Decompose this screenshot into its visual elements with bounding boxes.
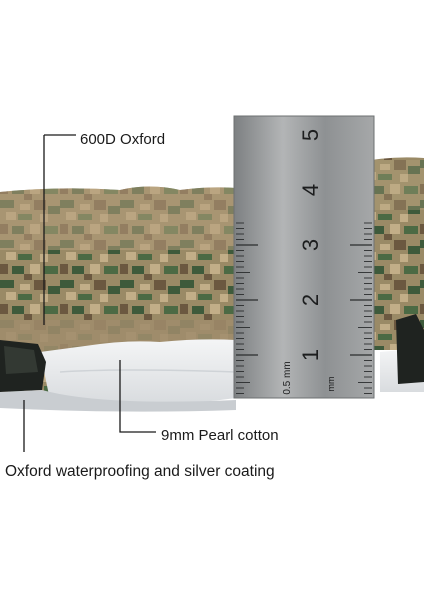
ruler-number: 4 bbox=[298, 184, 323, 196]
ruler-unit: mm bbox=[326, 377, 336, 392]
label-oxford-waterproofing: Oxford waterproofing and silver coating bbox=[5, 463, 275, 480]
ruler-number: 5 bbox=[298, 129, 323, 141]
steel-ruler bbox=[234, 116, 374, 398]
dark-binding-right bbox=[396, 314, 424, 384]
camo-top-haze bbox=[0, 186, 236, 250]
leader-line-mid bbox=[119, 360, 156, 433]
label-600d-oxford: 600D Oxford bbox=[80, 131, 166, 148]
camo-right bbox=[372, 157, 424, 350]
leader-line-top bbox=[43, 134, 76, 325]
ruler-numbers: 1 2 3 4 5 0.5 mm mm bbox=[282, 129, 336, 395]
foam-layer bbox=[40, 339, 236, 404]
ruler-number: 1 bbox=[298, 349, 323, 361]
ruler-number: 2 bbox=[298, 294, 323, 306]
ruler-number: 3 bbox=[298, 239, 323, 251]
label-pearl-cotton: 9mm Pearl cotton bbox=[161, 427, 279, 444]
ruler-ticks bbox=[236, 222, 372, 394]
silver-bottom bbox=[0, 390, 236, 412]
ruler-half-mark: 0.5 mm bbox=[282, 361, 293, 394]
